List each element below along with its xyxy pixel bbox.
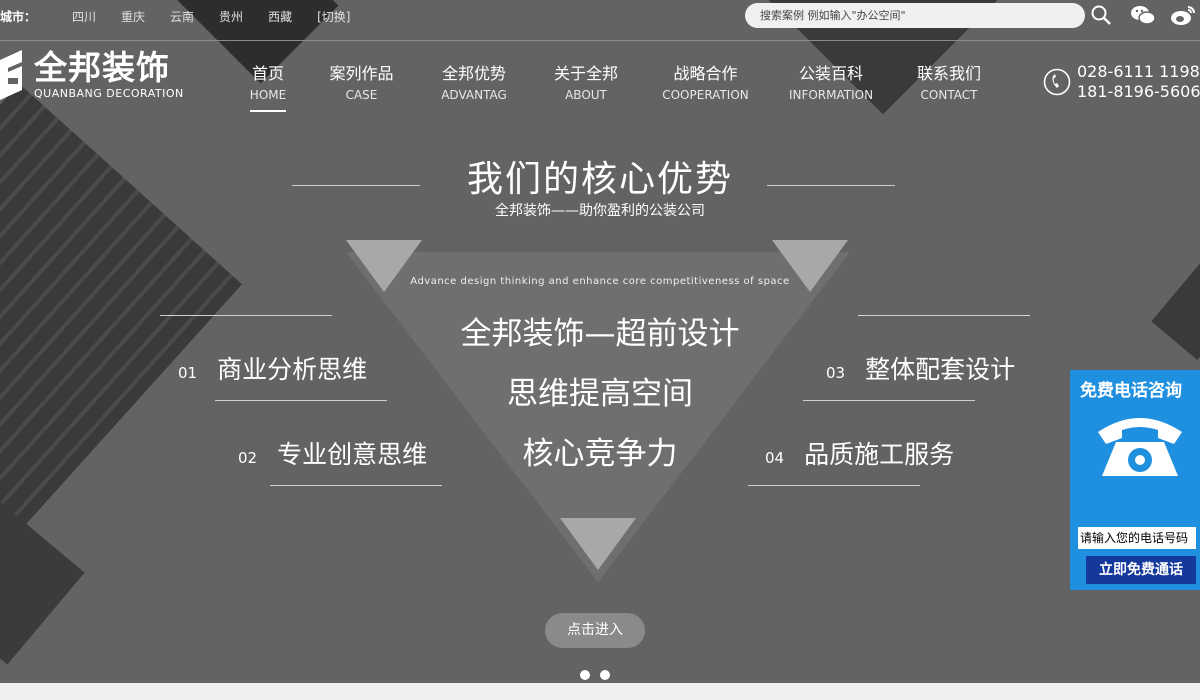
feature-number: 01: [178, 364, 198, 382]
center-text-line-2: 思维提高空间: [507, 376, 693, 412]
header-phone: 028-6111 1198 181-8196-5606: [1043, 62, 1200, 102]
nav-item-information[interactable]: 公装百科 INFORMATION: [772, 60, 890, 112]
divider-line: [767, 185, 895, 186]
nav-label-en: COOPERATION: [662, 88, 749, 102]
weibo-icon[interactable]: [1170, 4, 1195, 26]
city-list: 四川 重庆 云南 贵州 西藏 [切换]: [72, 8, 350, 25]
divider-line: [292, 185, 420, 186]
city-label: 城市：: [0, 10, 37, 24]
city-link[interactable]: 四川: [72, 10, 97, 24]
feature-item: 02 专业创意思维: [238, 435, 427, 471]
feature-divider: [803, 400, 975, 401]
bottom-strip: [0, 683, 1200, 700]
nav-label-cn: 联系我们: [916, 64, 981, 83]
feature-number: 02: [238, 449, 258, 467]
city-link[interactable]: 贵州: [219, 10, 244, 24]
nav-label-en: CASE: [345, 88, 378, 102]
logo-title: 全邦装饰: [34, 47, 170, 87]
feature-divider: [748, 485, 920, 486]
slider-dot[interactable]: [580, 670, 590, 680]
consult-call-button[interactable]: 立即免费通话: [1086, 556, 1196, 584]
search-input[interactable]: [745, 3, 1085, 28]
section-title: 我们的核心优势: [466, 159, 733, 200]
wechat-icon[interactable]: [1130, 4, 1156, 26]
search-icon[interactable]: [1090, 4, 1114, 26]
nav-label-en: ABOUT: [565, 88, 607, 102]
feature-item: 04 品质施工服务: [765, 435, 954, 471]
consult-title: 免费电话咨询: [1080, 381, 1182, 401]
enter-button[interactable]: 点击进入: [545, 613, 645, 648]
feature-text: 商业分析思维: [217, 355, 368, 384]
feature-divider: [270, 485, 442, 486]
logo-mark-icon: [0, 50, 22, 100]
feature-divider: [858, 315, 1030, 316]
feature-number: 03: [826, 364, 846, 382]
nav-item-about[interactable]: 关于全邦 ABOUT: [533, 60, 639, 112]
nav-item-case[interactable]: 案列作品 CASE: [308, 60, 415, 112]
city-link[interactable]: 西藏: [268, 10, 293, 24]
phone-icon: [1043, 68, 1071, 96]
nav-label-cn: 首页: [251, 64, 284, 83]
feature-item: 03 整体配套设计: [826, 350, 1015, 386]
nav-label-cn: 战略合作: [673, 64, 738, 83]
feature-text: 品质施工服务: [804, 440, 955, 469]
nav-label-cn: 全邦优势: [441, 64, 506, 83]
nav-label-en: ADVANTAG: [441, 88, 507, 102]
consult-widget: 免费电话咨询 立即免费通话: [1070, 370, 1200, 590]
nav-item-contact[interactable]: 联系我们 CONTACT: [890, 60, 1008, 112]
feature-text: 专业创意思维: [277, 440, 428, 469]
top-bar: 城市： 四川 重庆 云南 贵州 西藏 [切换]: [0, 0, 1200, 41]
nav-item-home[interactable]: 首页 HOME: [228, 60, 308, 112]
logo-subtitle: QUANBANG DECORATION: [34, 86, 184, 100]
city-link[interactable]: 重庆: [121, 10, 146, 24]
section-subtitle: 全邦装饰——助你盈利的公装公司: [495, 203, 705, 219]
feature-divider: [160, 315, 332, 316]
feature-number: 04: [765, 449, 785, 467]
slider-dot[interactable]: [600, 670, 610, 680]
feature-item: 01 商业分析思维: [178, 350, 367, 386]
english-slogan: Advance design thinking and enhance core…: [410, 276, 790, 287]
center-text-line-3: 核心竞争力: [522, 436, 678, 472]
center-text-line-1: 全邦装饰—超前设计: [460, 316, 740, 352]
city-link[interactable]: 云南: [170, 10, 195, 24]
nav-item-cooperation[interactable]: 战略合作 COOPERATION: [639, 60, 772, 112]
feature-divider: [215, 400, 387, 401]
nav-item-advantage[interactable]: 全邦优势 ADVANTAG: [415, 60, 533, 112]
slider-dots: [580, 670, 610, 680]
nav-label-cn: 关于全邦: [553, 64, 618, 83]
site-logo[interactable]: 全邦装饰 QUANBANG DECORATION: [0, 50, 184, 100]
main-nav: 首页 HOME 案列作品 CASE 全邦优势 ADVANTAG 关于全邦 ABO…: [228, 60, 1008, 112]
city-switch-link[interactable]: [切换]: [317, 10, 351, 24]
phone-number-1: 028-6111 1198: [1077, 62, 1200, 81]
top-icons: [1090, 4, 1195, 26]
consult-phone-input[interactable]: [1078, 527, 1196, 549]
phone-number-2: 181-8196-5606: [1077, 82, 1200, 101]
nav-label-en: HOME: [249, 88, 287, 112]
nav-label-cn: 公装百科: [798, 64, 863, 83]
nav-label-en: CONTACT: [920, 88, 978, 102]
search-box: [745, 3, 1085, 28]
feature-text: 整体配套设计: [865, 355, 1016, 384]
nav-label-en: INFORMATION: [788, 88, 874, 102]
telephone-icon: [1098, 418, 1182, 476]
nav-label-cn: 案列作品: [329, 64, 394, 83]
